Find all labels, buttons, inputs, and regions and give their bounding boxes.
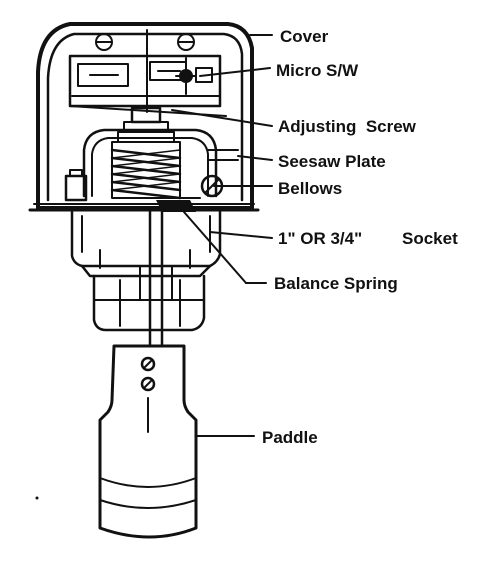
- paddle: [98, 344, 198, 539]
- side-screws: [64, 169, 224, 202]
- paddle-screw-icon: [140, 376, 156, 392]
- label-balance-spring: Balance Spring: [274, 274, 398, 293]
- seesaw-plate: [82, 128, 239, 198]
- leader-lines: [171, 34, 273, 437]
- label-adjusting-screw: Adjusting Screw: [278, 117, 417, 136]
- label-socket-size: 1" OR 3/4": [278, 229, 362, 248]
- label-paddle: Paddle: [262, 428, 318, 447]
- label-socket: Socket: [402, 229, 458, 248]
- shaft: [146, 29, 164, 348]
- socket-body: [70, 210, 222, 332]
- labels: Cover Micro S/W Adjusting Screw Seesaw P…: [262, 27, 458, 447]
- label-micro-switch: Micro S/W: [276, 61, 359, 80]
- cover-housing: [28, 22, 260, 212]
- paddle-screw-icon: [140, 356, 156, 372]
- balance-spring: [129, 197, 201, 212]
- stray-dot: [35, 496, 39, 500]
- label-bellows: Bellows: [278, 179, 342, 198]
- bellows: [110, 141, 182, 200]
- label-seesaw-plate: Seesaw Plate: [278, 152, 386, 171]
- label-cover: Cover: [280, 27, 329, 46]
